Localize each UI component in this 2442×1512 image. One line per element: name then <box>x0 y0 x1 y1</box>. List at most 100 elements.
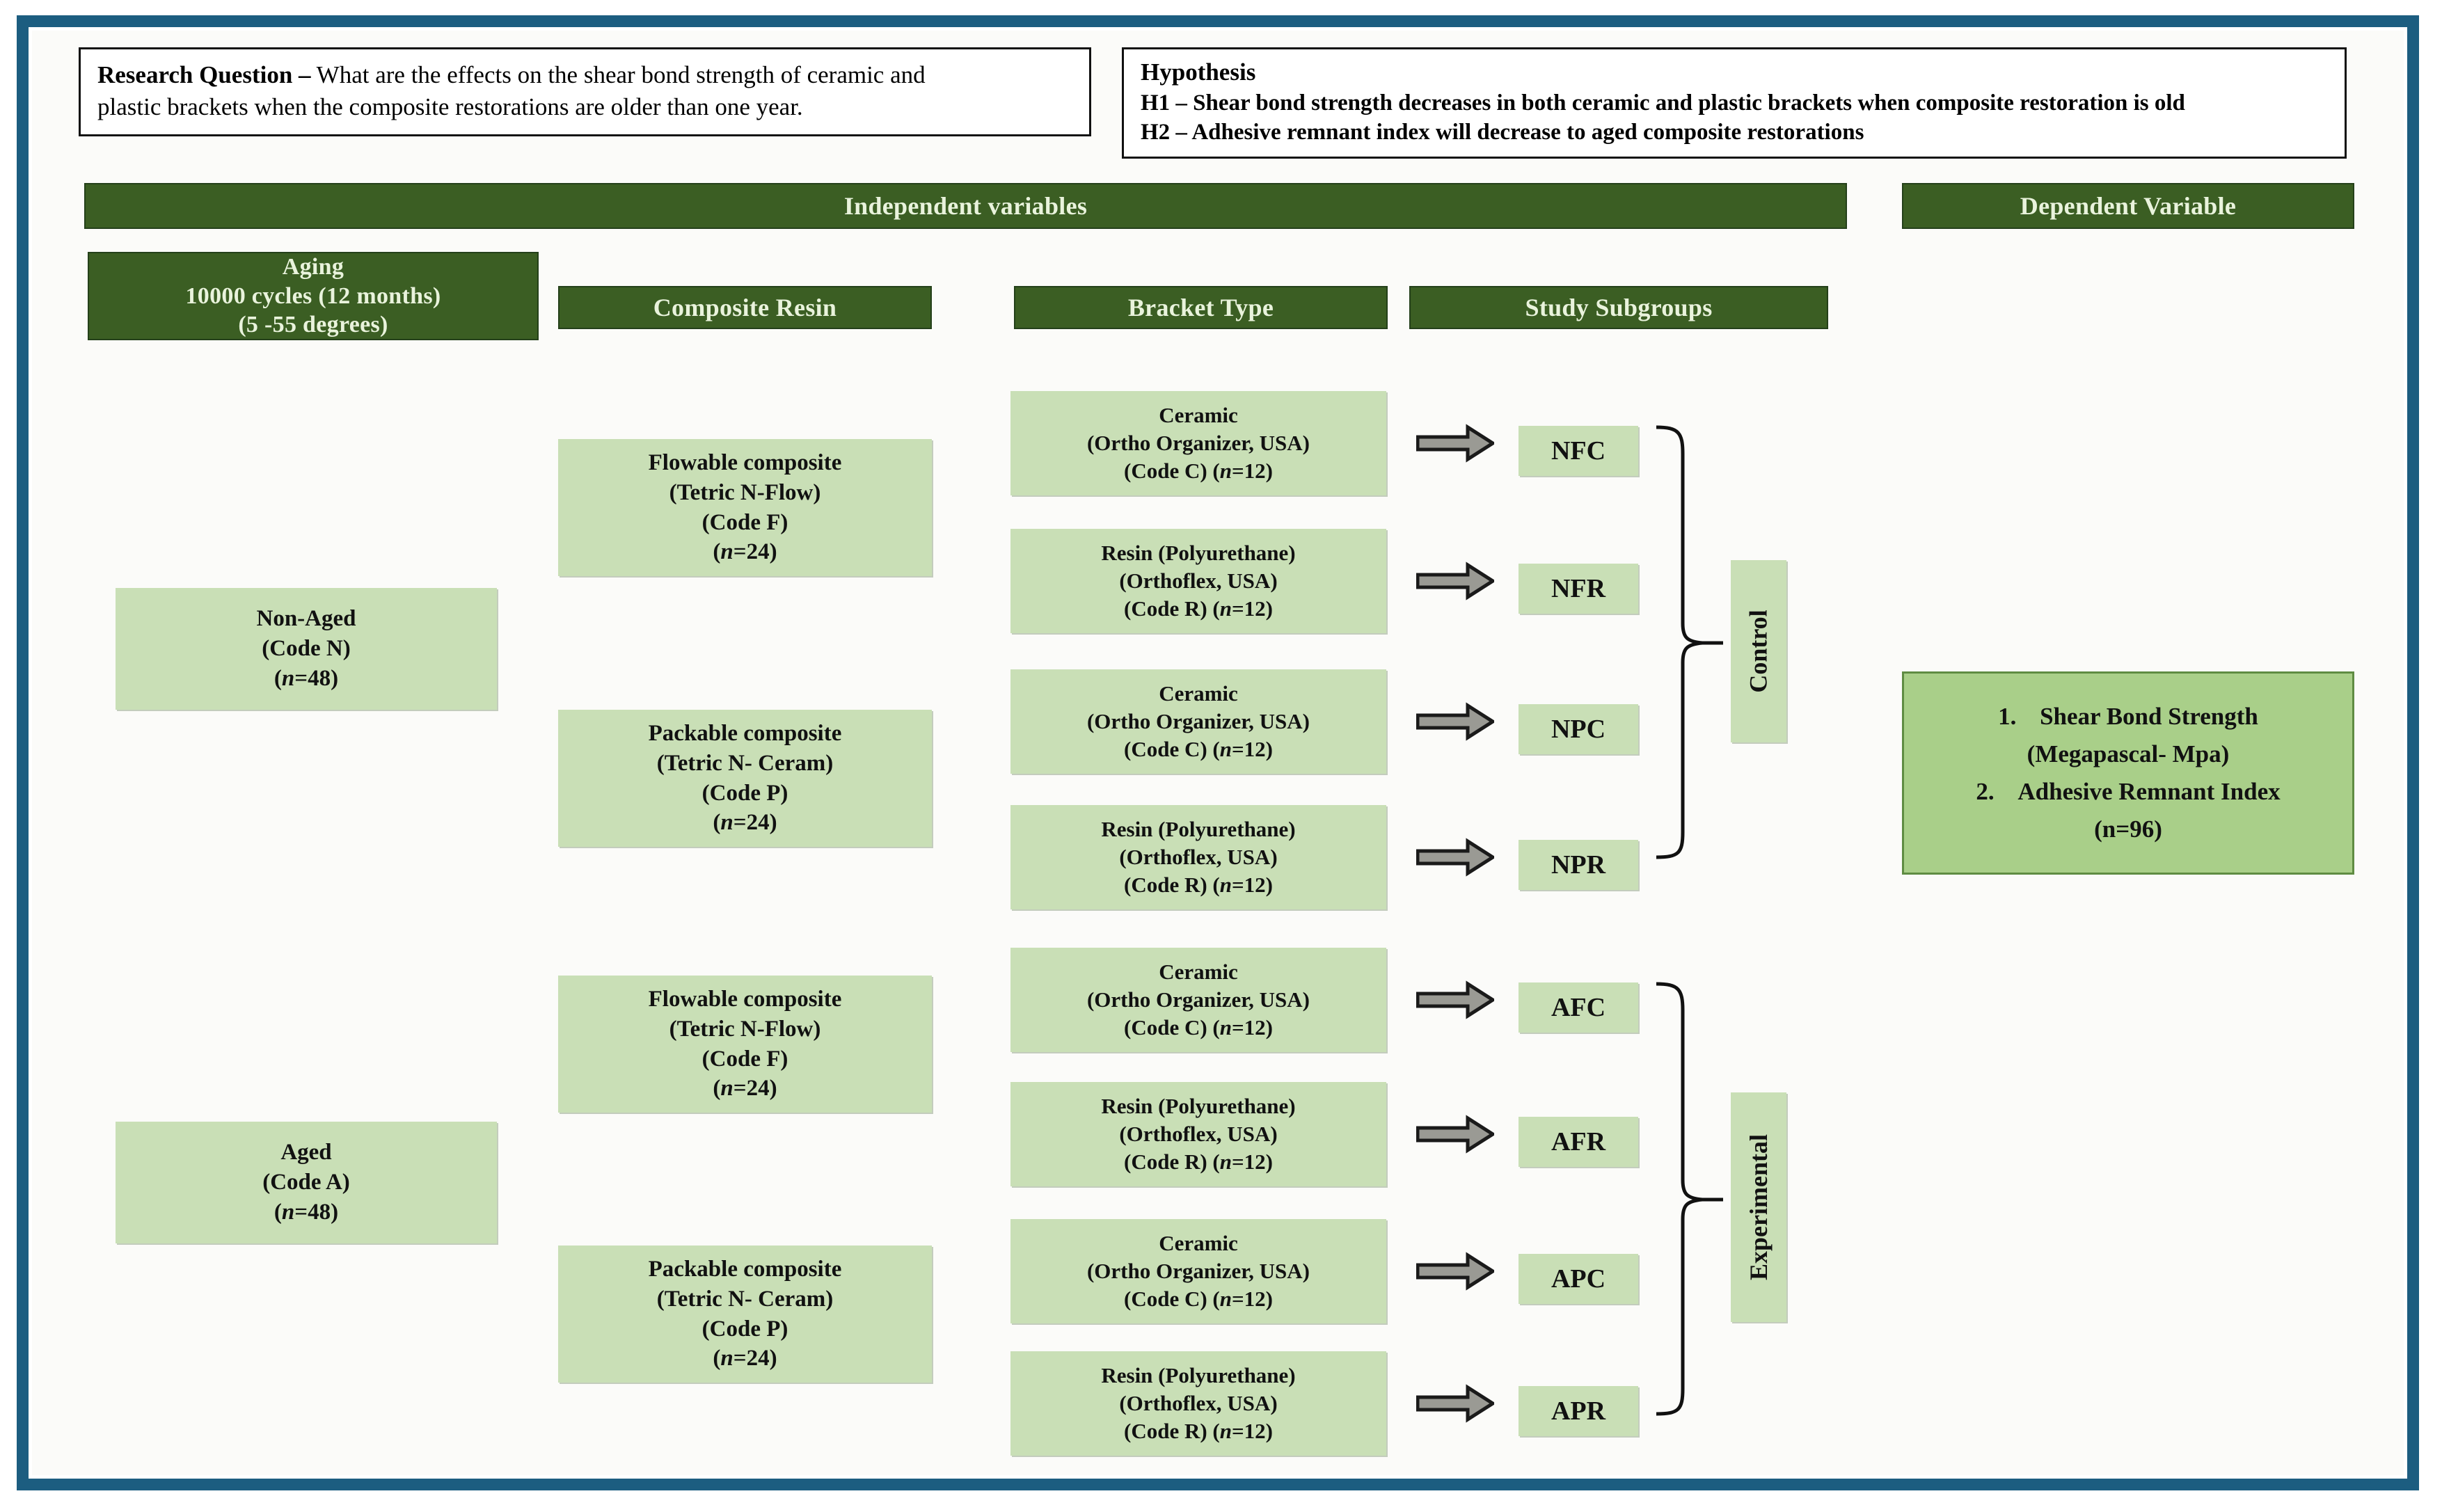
subgroup-chip-apr: APR <box>1519 1386 1638 1436</box>
block-arrow-right-icon-2 <box>1416 561 1496 605</box>
aging-group-aged: Aged (Code A) (n=48) <box>116 1122 497 1243</box>
composite-box-2: Packable composite (Tetric N- Ceram) (Co… <box>558 710 932 847</box>
bracket-8-n-pre: (Code R) ( <box>1124 1419 1220 1444</box>
bracket-8-line-2: (Orthoflex, USA) <box>1119 1390 1278 1415</box>
bracket-8-line-1: Resin (Polyurethane) <box>1101 1362 1296 1387</box>
composite-1-n-post: =24) <box>733 539 777 565</box>
block-arrow-right-icon-3 <box>1416 701 1496 745</box>
dependent-variable-header: Dependent Variable <box>1902 183 2354 229</box>
aging-line-3: (5 -55 degrees) <box>238 312 388 338</box>
bracket-4-n-post: =12) <box>1232 873 1273 898</box>
composite-2-n-pre: ( <box>713 810 721 836</box>
study-subgroups-column-header: Study Subgroups <box>1409 286 1828 329</box>
block-arrow-right-icon-8 <box>1416 1383 1496 1427</box>
group-label-experimental: Experimental <box>1731 1092 1786 1322</box>
hypothesis-box: Hypothesis H1 – Shear bond strength decr… <box>1122 47 2347 159</box>
composite-2-line-3: (Code P) <box>701 780 788 806</box>
research-question-box: Research Question – What are the effects… <box>79 47 1091 136</box>
block-arrow-right-icon-1 <box>1416 423 1496 467</box>
bracket-3-line-2: (Ortho Organizer, USA) <box>1086 708 1310 733</box>
bracket-6-line-2: (Orthoflex, USA) <box>1119 1121 1278 1146</box>
research-question-line-1-rest: What are the effects on the shear bond s… <box>310 61 926 88</box>
composite-1-line-4: (n=24) <box>713 537 777 567</box>
block-arrow-right-icon-6 <box>1416 1114 1496 1158</box>
bracket-5-n-pre: (Code C) ( <box>1124 1015 1220 1040</box>
research-question-label: Research Question – <box>97 61 311 88</box>
composite-1-line-3: (Code F) <box>701 509 788 535</box>
composite-3-line-4: (n=24) <box>713 1074 777 1104</box>
dependent-variable-item-1-unit: (Megapascal- Mpa) <box>2027 740 2230 767</box>
composite-4-n-symbol: n <box>720 1346 734 1371</box>
subgroup-chip-nfr: NFR <box>1519 564 1638 614</box>
group-label-control: Control <box>1731 560 1786 742</box>
composite-3-n-symbol: n <box>720 1076 734 1101</box>
bracket-box-1: Ceramic (Ortho Organizer, USA) (Code C) … <box>1010 391 1386 495</box>
bracket-4-line-2: (Orthoflex, USA) <box>1119 844 1278 869</box>
composite-box-3: Flowable composite (Tetric N-Flow) (Code… <box>558 976 932 1113</box>
bracket-box-7: Ceramic (Ortho Organizer, USA) (Code C) … <box>1010 1219 1386 1323</box>
hypothesis-h2: H2 – Adhesive remnant index will decreas… <box>1141 120 1864 145</box>
bracket-3-n-post: =12) <box>1232 737 1273 762</box>
bracket-2-line-2: (Orthoflex, USA) <box>1119 568 1278 593</box>
bracket-7-line-1: Ceramic <box>1159 1230 1238 1255</box>
composite-4-n-pre: ( <box>713 1346 721 1371</box>
bracket-box-5: Ceramic (Ortho Organizer, USA) (Code C) … <box>1010 948 1386 1052</box>
bracket-7-n-pre: (Code C) ( <box>1124 1287 1220 1312</box>
composite-3-line-1: Flowable composite <box>648 986 842 1012</box>
subgroup-chip-npc: NPC <box>1519 704 1638 754</box>
aging-line-1: Aging <box>282 254 344 280</box>
bracket-3-line-1: Ceramic <box>1159 681 1238 706</box>
bracket-2-n-pre: (Code R) ( <box>1124 596 1220 621</box>
bracket-1-line-1: Ceramic <box>1159 402 1238 427</box>
bracket-3-n-pre: (Code C) ( <box>1124 737 1220 762</box>
bracket-8-n-post: =12) <box>1232 1419 1273 1444</box>
bracket-5-line-2: (Ortho Organizer, USA) <box>1086 987 1310 1012</box>
composite-2-line-1: Packable composite <box>648 720 842 746</box>
composite-4-n-post: =24) <box>733 1346 777 1371</box>
aging-column-header: Aging 10000 cycles (12 months) (5 -55 de… <box>88 252 539 340</box>
subgroup-chip-nfc: NFC <box>1519 426 1638 476</box>
bracket-1-line-2: (Ortho Organizer, USA) <box>1086 430 1310 455</box>
hypothesis-title: Hypothesis <box>1141 58 1256 86</box>
bracket-5-n-symbol: n <box>1219 1015 1232 1040</box>
block-arrow-right-icon-4 <box>1416 837 1496 881</box>
bracket-1-line-3: (Code C) (n=12) <box>1124 457 1273 485</box>
group-label-experimental-text: Experimental <box>1745 1134 1773 1280</box>
bracket-4-line-1: Resin (Polyurethane) <box>1101 816 1296 841</box>
bracket-box-2: Resin (Polyurethane) (Orthoflex, USA) (C… <box>1010 529 1386 633</box>
dependent-variable-item-2-number: 2. <box>1976 778 1995 805</box>
aged-n-post: =48) <box>294 1199 339 1225</box>
group-label-control-text: Control <box>1745 610 1773 693</box>
composite-box-4: Packable composite (Tetric N- Ceram) (Co… <box>558 1246 932 1383</box>
bracket-2-n-post: =12) <box>1232 596 1273 621</box>
composite-2-n-symbol: n <box>720 810 734 836</box>
non-aged-line-1: Non-Aged <box>256 606 356 632</box>
bracket-5-line-3: (Code C) (n=12) <box>1124 1014 1273 1042</box>
bracket-3-line-3: (Code C) (n=12) <box>1124 735 1273 763</box>
bracket-2-n-symbol: n <box>1219 596 1232 621</box>
bracket-7-line-2: (Ortho Organizer, USA) <box>1086 1258 1310 1283</box>
bracket-box-4: Resin (Polyurethane) (Orthoflex, USA) (C… <box>1010 805 1386 909</box>
composite-4-line-3: (Code P) <box>701 1316 788 1342</box>
bracket-7-n-post: =12) <box>1232 1287 1273 1312</box>
composite-2-line-4: (n=24) <box>713 808 777 838</box>
subgroup-chip-npr: NPR <box>1519 840 1638 890</box>
dependent-variable-outcome-box: 1. Shear Bond Strength (Megapascal- Mpa)… <box>1902 671 2354 875</box>
curly-brace-icon-control <box>1651 423 1727 865</box>
block-arrow-right-icon-5 <box>1416 980 1496 1024</box>
composite-1-n-pre: ( <box>713 539 721 565</box>
bracket-8-n-symbol: n <box>1219 1419 1232 1444</box>
composite-1-n-symbol: n <box>720 539 734 565</box>
subgroup-chip-afc: AFC <box>1519 982 1638 1033</box>
bracket-5-n-post: =12) <box>1232 1015 1273 1040</box>
non-aged-n-pre: ( <box>273 665 282 691</box>
bracket-5-line-1: Ceramic <box>1159 959 1238 984</box>
composite-4-line-4: (n=24) <box>713 1344 777 1374</box>
composite-resin-column-header: Composite Resin <box>558 286 932 329</box>
bracket-box-6: Resin (Polyurethane) (Orthoflex, USA) (C… <box>1010 1082 1386 1186</box>
composite-3-n-pre: ( <box>713 1076 721 1101</box>
non-aged-line-3: (n=48) <box>274 664 338 694</box>
dependent-variable-item-2: 2. Adhesive Remnant Index <box>1976 773 2280 811</box>
bracket-4-line-3: (Code R) (n=12) <box>1124 871 1273 899</box>
independent-variables-header: Independent variables <box>84 183 1847 229</box>
